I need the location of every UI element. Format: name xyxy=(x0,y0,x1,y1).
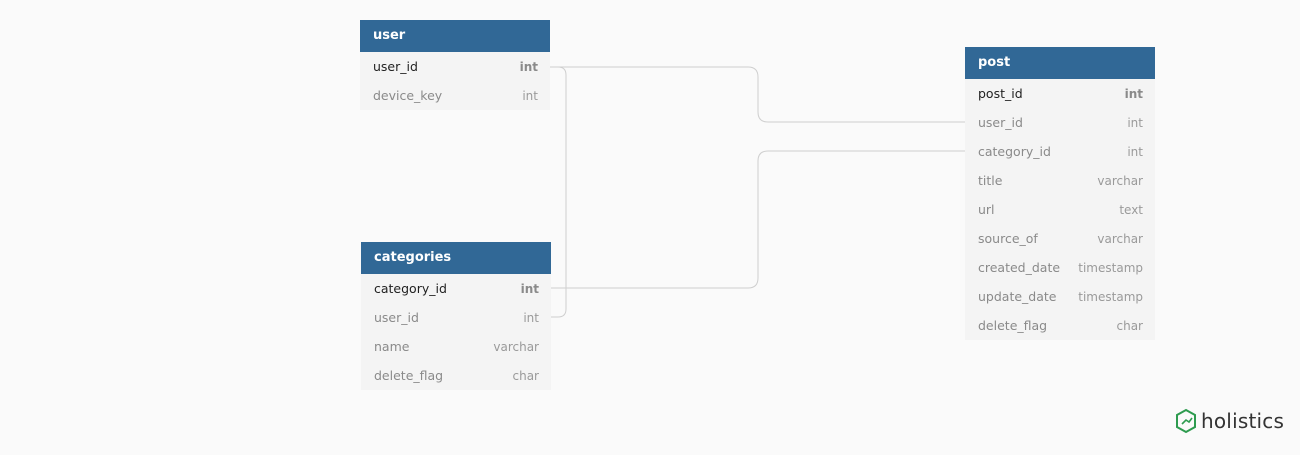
field-type: int xyxy=(1127,115,1143,130)
field-name: category_id xyxy=(978,144,1051,159)
table-field[interactable]: user_id int xyxy=(965,108,1155,137)
field-type: int xyxy=(1127,144,1143,159)
field-name: post_id xyxy=(978,86,1023,101)
primary-key-field[interactable]: user_id int xyxy=(360,52,550,81)
field-name: title xyxy=(978,173,1003,188)
primary-key-field[interactable]: category_id int xyxy=(361,274,551,303)
table-field[interactable]: update_date timestamp xyxy=(965,282,1155,311)
field-type: timestamp xyxy=(1078,260,1143,275)
table-field[interactable]: url text xyxy=(965,195,1155,224)
field-type: int xyxy=(522,88,538,103)
primary-key-field[interactable]: post_id int xyxy=(965,79,1155,108)
field-type: varchar xyxy=(1097,173,1143,188)
link-user-categories[interactable] xyxy=(550,66,567,318)
field-name: user_id xyxy=(978,115,1023,130)
field-type: int xyxy=(519,59,538,74)
table-header[interactable]: user xyxy=(360,20,550,52)
field-type: char xyxy=(512,368,540,383)
field-type: varchar xyxy=(493,339,539,354)
link-user-post[interactable] xyxy=(550,66,965,123)
table-field[interactable]: created_date timestamp xyxy=(965,253,1155,282)
table-field[interactable]: category_id int xyxy=(965,137,1155,166)
table-field[interactable]: title varchar xyxy=(965,166,1155,195)
table-field[interactable]: source_of varchar xyxy=(965,224,1155,253)
field-name: url xyxy=(978,202,995,217)
table-field[interactable]: delete_flag char xyxy=(361,361,551,390)
table-field[interactable]: name varchar xyxy=(361,332,551,361)
table-field[interactable]: device_key int xyxy=(360,81,550,110)
brand-logo[interactable]: holistics xyxy=(1175,406,1284,436)
table-header[interactable]: categories xyxy=(361,242,551,274)
field-name: delete_flag xyxy=(374,368,444,383)
table-field[interactable]: user_id int xyxy=(361,303,551,332)
field-name: update_date xyxy=(978,289,1057,304)
holistics-logo-icon xyxy=(1176,408,1196,434)
table-header[interactable]: post xyxy=(965,47,1155,79)
field-type: char xyxy=(1116,318,1144,333)
field-type: int xyxy=(520,281,539,296)
field-name: user_id xyxy=(374,310,419,325)
link-categories-post[interactable] xyxy=(551,150,965,289)
field-type: timestamp xyxy=(1078,289,1143,304)
field-type: text xyxy=(1119,202,1143,217)
field-type: int xyxy=(523,310,539,325)
field-name: delete_flag xyxy=(978,318,1048,333)
field-type: int xyxy=(1124,86,1143,101)
table-field[interactable]: delete_flag char xyxy=(965,311,1155,340)
brand-name: holistics xyxy=(1201,409,1285,433)
field-name: device_key xyxy=(373,88,443,103)
field-name: source_of xyxy=(978,231,1038,246)
field-name: created_date xyxy=(978,260,1061,275)
field-name: category_id xyxy=(374,281,447,296)
field-name: name xyxy=(374,339,410,354)
field-name: user_id xyxy=(373,59,418,74)
field-type: varchar xyxy=(1097,231,1143,246)
